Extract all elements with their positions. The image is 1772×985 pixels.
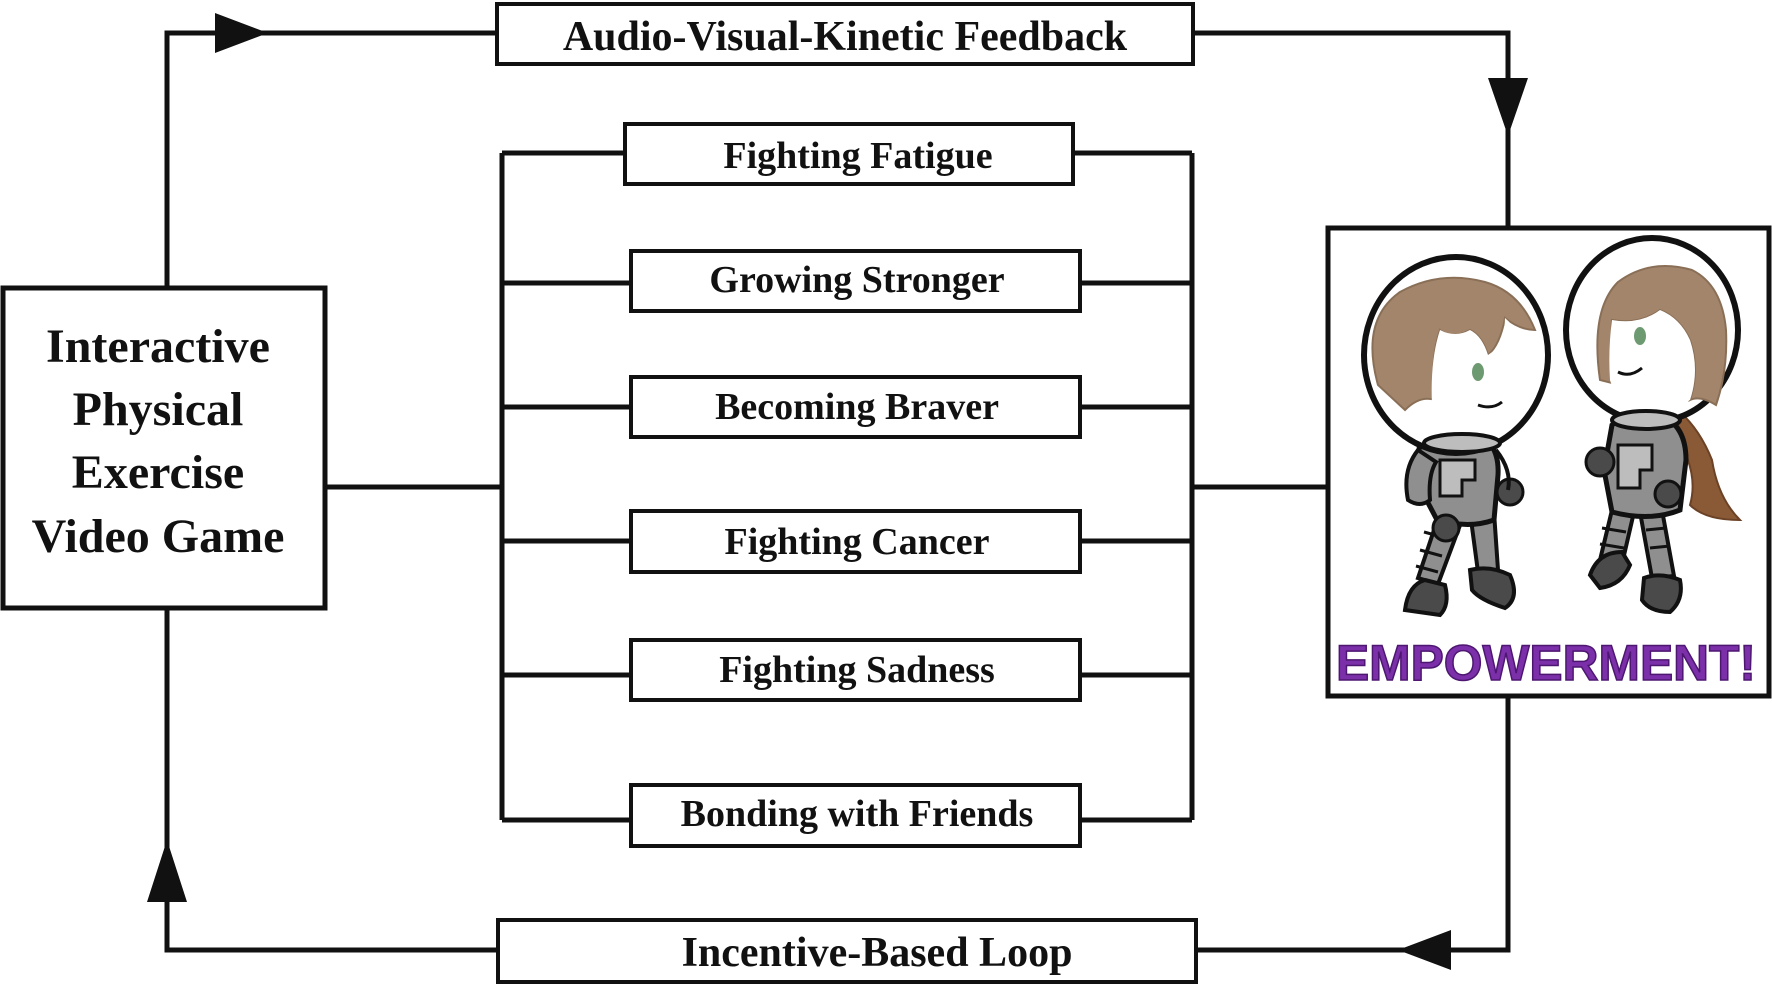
incentive-label: Incentive-Based Loop	[682, 930, 1073, 976]
arrow-down-icon	[1488, 78, 1528, 136]
two-astronaut-characters-icon	[1361, 235, 1743, 618]
incentive-box: Incentive-Based Loop	[496, 918, 1198, 984]
left-box-line-4: Video Game	[32, 510, 285, 563]
arrow-right-icon	[215, 13, 268, 53]
connector-feedback-to-empowerment	[1193, 30, 1511, 226]
connector-lines	[164, 30, 1511, 953]
middle-box-label: Fighting Sadness	[719, 649, 995, 691]
middle-box-5: Fighting Sadness	[629, 638, 1082, 702]
middle-box-label: Fighting Cancer	[725, 521, 990, 563]
astronaut-left	[1361, 254, 1551, 618]
middle-box-label: Fighting Fatigue	[723, 135, 992, 177]
middle-box-1: Fighting Fatigue	[623, 122, 1075, 186]
middle-box-label: Growing Stronger	[709, 259, 1004, 301]
left-box-line-3: Exercise	[72, 446, 244, 499]
arrow-up-icon	[147, 840, 187, 902]
feedback-label: Audio-Visual-Kinetic Feedback	[563, 14, 1128, 60]
connector-left-to-feedback	[164, 30, 497, 286]
middle-box-label: Becoming Braver	[715, 386, 999, 428]
connector-incentive-to-left	[164, 608, 498, 953]
middle-box-3: Becoming Braver	[629, 375, 1082, 439]
left-box-line-1: Interactive	[46, 320, 270, 373]
left-box: Interactive Physical Exercise Video Game	[0, 285, 328, 611]
middle-box-label: Bonding with Friends	[681, 793, 1034, 835]
middle-box-2: Growing Stronger	[629, 249, 1082, 313]
empowerment-box: EMPOWERMENT!	[1325, 225, 1772, 699]
connector-empowerment-to-incentive	[1196, 698, 1511, 953]
left-box-line-2: Physical	[73, 383, 244, 436]
astronaut-right	[1563, 235, 1743, 615]
feedback-box: Audio-Visual-Kinetic Feedback	[495, 2, 1195, 66]
middle-box-6: Bonding with Friends	[629, 783, 1082, 848]
arrow-left-icon	[1398, 930, 1451, 970]
middle-box-4: Fighting Cancer	[629, 509, 1082, 574]
empowerment-caption: EMPOWERMENT!	[1336, 635, 1756, 691]
arrowheads	[147, 13, 1528, 970]
